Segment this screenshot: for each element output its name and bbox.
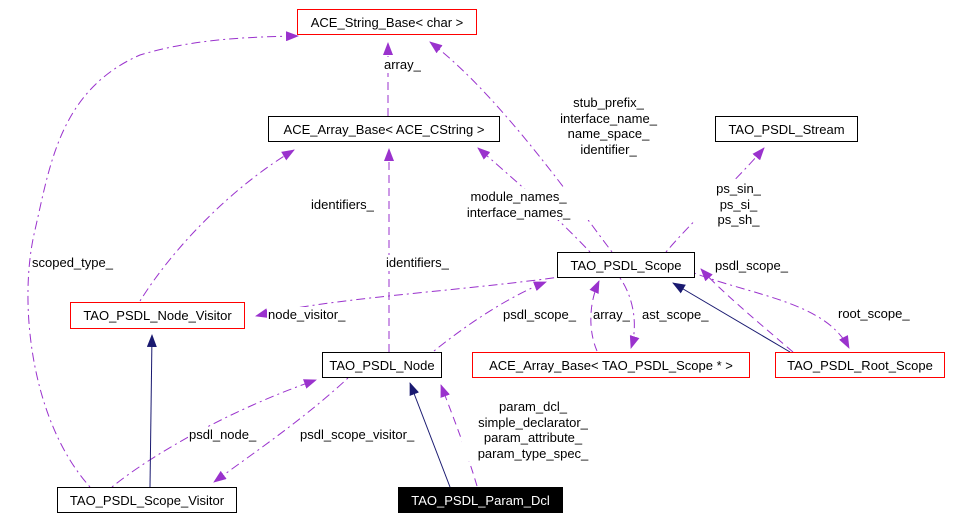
class-node-tao-psdl-stream[interactable]: TAO_PSDL_Stream [715, 116, 858, 142]
class-node-tao-psdl-node-visitor[interactable]: TAO_PSDL_Node_Visitor [70, 302, 245, 329]
class-node-ace-array-base-cstring[interactable]: ACE_Array_Base< ACE_CString > [268, 116, 500, 142]
edge-label-psdl-scope-visitor: psdl_scope_visitor_ [299, 427, 416, 443]
class-node-ace-string-base-char[interactable]: ACE_String_Base< char > [297, 9, 477, 35]
class-node-tao-psdl-scope[interactable]: TAO_PSDL_Scope [557, 252, 695, 278]
edge-inherit-paramdcl-node [409, 382, 451, 488]
edge-label-psdl-scope-left: psdl_scope_ [502, 307, 577, 323]
class-node-ace-array-base-tao-psdl-scope-ptr[interactable]: ACE_Array_Base< TAO_PSDL_Scope * > [472, 352, 750, 378]
edge-scopevisitor-scopedtype [27, 31, 299, 488]
edge-label-array-top: array_ [383, 57, 422, 73]
class-node-tao-psdl-root-scope[interactable]: TAO_PSDL_Root_Scope [775, 352, 945, 378]
edge-nodevisitor-identifiers [139, 149, 295, 302]
edge-label-ast-scope: ast_scope_ [641, 307, 710, 323]
edge-rootscope-psdlscope [700, 268, 794, 353]
edge-inherit-scopevisitor-nodevisitor [146, 334, 157, 488]
edge-scope-astscope [619, 277, 640, 349]
class-node-tao-psdl-node[interactable]: TAO_PSDL_Node [322, 352, 442, 378]
edge-label-node-visitor: node_visitor_ [267, 307, 347, 323]
edge-paramdcl-params [440, 384, 478, 487]
edge-node-psdlscope [433, 281, 547, 352]
edge-scope-rootscope [693, 272, 850, 349]
edge-label-module-names-group: module_names_ interface_names_ [445, 189, 592, 220]
edge-label-scoped-type: scoped_type_ [31, 255, 114, 271]
class-node-tao-psdl-param-dcl-current: TAO_PSDL_Param_Dcl [398, 487, 563, 513]
edge-node-psdlscopevisitor [213, 377, 349, 483]
edge-label-stub-prefix-group: stub_prefix_ interface_name_ name_space_… [545, 95, 672, 157]
edge-label-root-scope: root_scope_ [837, 306, 911, 322]
edge-scopearray-array [589, 280, 600, 352]
edge-label-param-group: param_dcl_ simple_declarator_ param_attr… [462, 399, 604, 461]
edge-label-ps-group: ps_sin_ ps_si_ ps_sh_ [695, 181, 782, 228]
edge-label-identifiers-upper: identifiers_ [310, 197, 375, 213]
edge-label-identifiers-lower: identifiers_ [385, 255, 450, 271]
edge-label-array-mid: array_ [592, 307, 631, 323]
edge-label-psdl-scope-right: psdl_scope_ [714, 258, 789, 274]
edge-label-psdl-node: psdl_node_ [188, 427, 258, 443]
edge-scope-stubprefix [429, 41, 613, 253]
class-node-tao-psdl-scope-visitor[interactable]: TAO_PSDL_Scope_Visitor [57, 487, 237, 513]
edge-inherit-rootscope-scope [672, 282, 791, 353]
